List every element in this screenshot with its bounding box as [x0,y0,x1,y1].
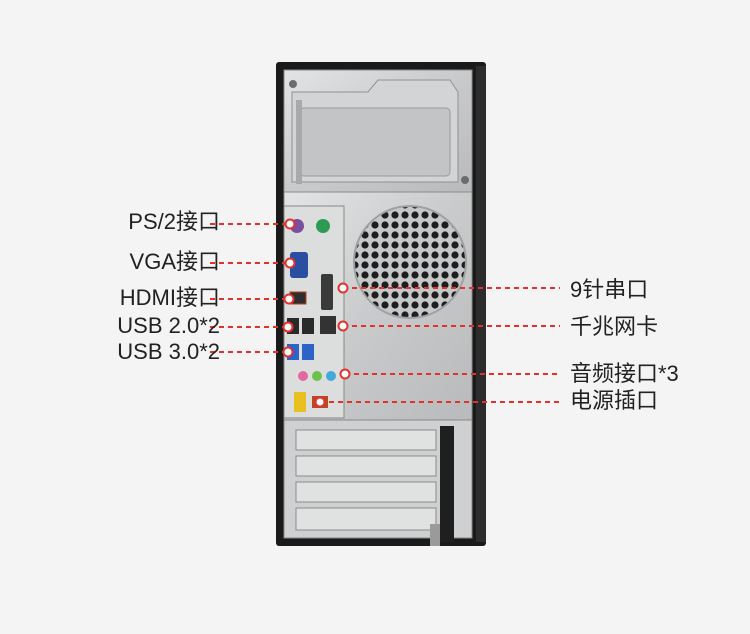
right-leader-dot-1 [337,320,349,332]
label-audio: 音频接口*3 [570,361,679,386]
label-usb3: USB 3.0*2 [117,339,220,364]
slot-latch [440,426,454,542]
usb3-port-2 [302,344,314,360]
psu-screw-2 [461,176,469,184]
left-leader-dot-2 [283,293,295,305]
fan-grille [353,205,467,319]
right-leader-dot-0 [337,282,349,294]
left-leader-dot-0 [284,218,296,230]
audio-port-blue [326,371,336,381]
psu-ridge [296,100,302,184]
serial-port [321,274,333,310]
audio-port-pink [298,371,308,381]
label-lan: 千兆网卡 [570,314,659,339]
slot-cover-2 [295,455,437,477]
right-leader-dot-2 [339,368,351,380]
io-shield [283,205,345,419]
chassis-side-edge [476,66,486,542]
left-leader-dot-3 [282,321,294,333]
vga-port [290,252,308,278]
label-usb2: USB 2.0*2 [117,313,220,338]
usb2-port-2 [302,318,314,334]
ps2-port-green [316,219,330,233]
left-leader-dot-4 [282,346,294,358]
lock-tab [430,524,440,546]
label-power: 电源插口 [570,388,659,413]
slot-cover-4 [295,507,437,531]
label-hdmi: HDMI接口 [119,285,220,310]
audio-port-green [312,371,322,381]
right-leader-dot-3 [314,396,326,408]
slot-cover-1 [295,429,437,451]
label-vga: VGA接口 [129,249,220,274]
label-ps2: PS/2接口 [128,209,220,234]
slot-cover-3 [295,481,437,503]
power-connector-yellow [294,392,306,412]
label-serial: 9针串口 [570,277,649,302]
left-leader-dot-1 [284,257,296,269]
psu-screw-1 [289,80,297,88]
lan-port [320,316,336,334]
